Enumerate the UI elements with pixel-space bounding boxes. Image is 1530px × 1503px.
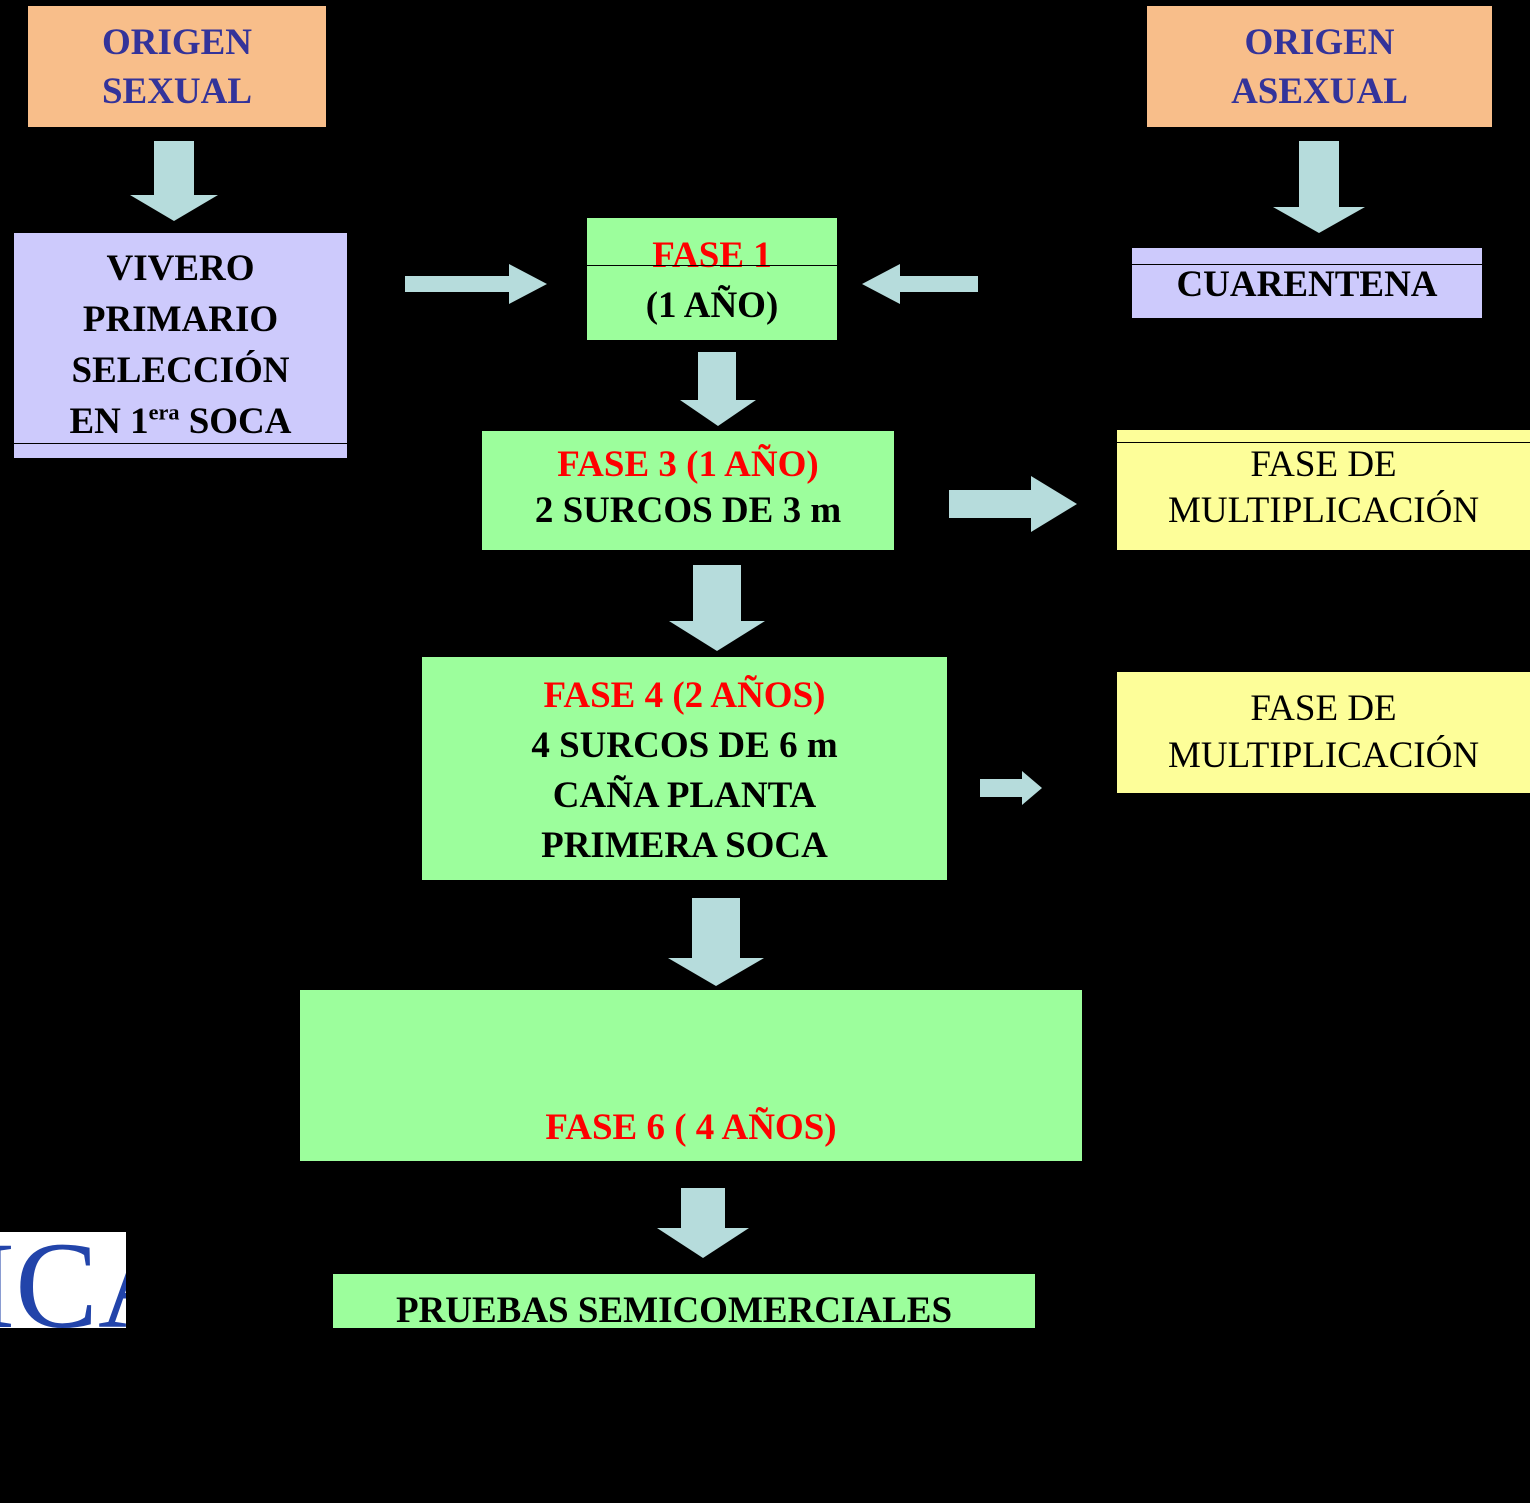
multiplicacion-1-divider: [1117, 442, 1530, 443]
fase3-title: FASE 3 (1 AÑO): [557, 444, 819, 485]
vivero-line2: PRIMARIO: [82, 299, 279, 340]
pruebas-semicomerciales-box: PRUEBAS SEMICOMERCIALES: [333, 1274, 1035, 1331]
origen-asexual-line1: ORIGEN: [1244, 22, 1395, 63]
fase4-title: FASE 4 (2 AÑOS): [543, 675, 826, 716]
fase1-divider: [587, 265, 837, 266]
cuarentena-box: CUARENTENA: [1132, 248, 1482, 318]
fase1-box: FASE 1 (1 AÑO): [587, 218, 837, 340]
origen-sexual-line2: SEXUAL: [101, 71, 253, 112]
fase6-line2: 4 REPET. 2 CONDICIONES: [437, 1407, 945, 1448]
vivero-line1: VIVERO: [106, 248, 255, 289]
cuarentena-divider: [1132, 264, 1482, 265]
arrow-down-fase3-to-fase4: [669, 565, 765, 651]
multiplicacion-1-line1: FASE DE: [1250, 444, 1397, 485]
multiplicacion-2-line1: FASE DE: [1250, 688, 1397, 729]
vivero-line3: SELECCIÓN: [71, 350, 290, 391]
fase4-line2: CAÑA PLANTA: [552, 775, 817, 816]
origen-sexual-box: ORIGEN SEXUAL: [28, 6, 326, 127]
fase1-title: FASE 1: [652, 235, 772, 276]
ica-logo-text: ICA: [0, 1232, 126, 1328]
ica-logo: ICA: [0, 1232, 126, 1328]
arrow-down-fase4-to-fase6: [668, 898, 764, 986]
arrow-down-sexual-to-vivero: [130, 141, 218, 221]
multiplicacion-box-1: FASE DE MULTIPLICACIÓN: [1117, 430, 1530, 550]
vivero-divider: [14, 443, 347, 444]
fase1-line1: (1 AÑO): [645, 285, 779, 326]
arrow-right-vivero-to-fase1: [405, 264, 547, 304]
multiplicacion-1-line2: MULTIPLICACIÓN: [1167, 490, 1480, 531]
fase6-title: FASE 6 ( 4 AÑOS): [545, 1107, 837, 1148]
arrow-right-fase3-to-multiplicacion: [949, 476, 1077, 532]
fase3-divider: [482, 430, 894, 431]
pruebas-line1: PRUEBAS SEMICOMERCIALES: [395, 1290, 953, 1331]
arrow-down-fase1-to-fase3: [680, 352, 756, 426]
fase3-line1: 2 SURCOS DE 3 m: [534, 490, 842, 531]
vivero-primario-box: VIVERO PRIMARIO SELECCIÓN EN 1era SOCA: [14, 233, 347, 458]
fase3-box: FASE 3 (1 AÑO) 2 SURCOS DE 3 m: [482, 430, 894, 550]
fase6-box: FASE 6 ( 4 AÑOS) PARCELAS DE 5 SURCOS DE…: [300, 990, 1082, 1448]
origen-asexual-box: ORIGEN ASEXUAL: [1147, 6, 1492, 127]
arrow-down-fase6-to-pruebas: [657, 1188, 749, 1258]
origen-sexual-line1: ORIGEN: [101, 22, 253, 63]
vivero-line4: EN 1era SOCA: [69, 399, 292, 442]
cuarentena-line1: CUARENTENA: [1176, 264, 1438, 305]
multiplicacion-2-line2: MULTIPLICACIÓN: [1167, 735, 1480, 776]
arrow-right-fase4-to-multiplicacion: [980, 771, 1042, 805]
arrow-down-asexual-to-cuarentena: [1273, 141, 1365, 233]
fase4-box: FASE 4 (2 AÑOS) 4 SURCOS DE 6 m CAÑA PLA…: [422, 657, 947, 880]
fase4-line3: PRIMERA SOCA: [541, 825, 828, 866]
fase4-line1: 4 SURCOS DE 6 m: [531, 725, 838, 766]
origen-asexual-line2: ASEXUAL: [1231, 71, 1408, 112]
arrow-left-cuarentena-to-fase1: [862, 264, 978, 304]
multiplicacion-box-2: FASE DE MULTIPLICACIÓN: [1117, 672, 1530, 793]
